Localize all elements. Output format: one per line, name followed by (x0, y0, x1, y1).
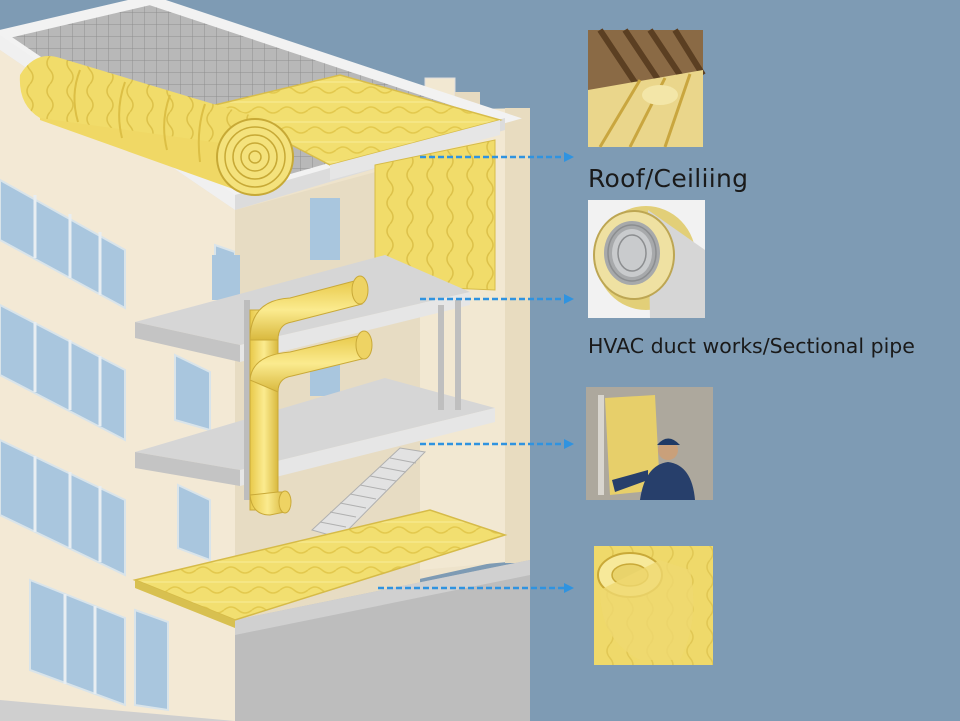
roof-ceiling-label: Roof/Ceiliing (588, 164, 749, 193)
wall-insulation (374, 139, 496, 291)
insulation-roll (19, 56, 294, 196)
insulation-roll-photo (594, 546, 713, 665)
roof-insulation-photo (588, 28, 706, 148)
facade-windows (0, 178, 236, 712)
roof (0, 0, 522, 210)
callout-arrows (378, 152, 574, 593)
wall-installer-photo (586, 387, 713, 500)
duct-pipe-photo (588, 200, 705, 318)
hvac-ducts (244, 275, 373, 516)
hvac-duct-label: HVAC duct works/Sectional pipe (588, 334, 915, 358)
ground-floor (0, 509, 530, 721)
